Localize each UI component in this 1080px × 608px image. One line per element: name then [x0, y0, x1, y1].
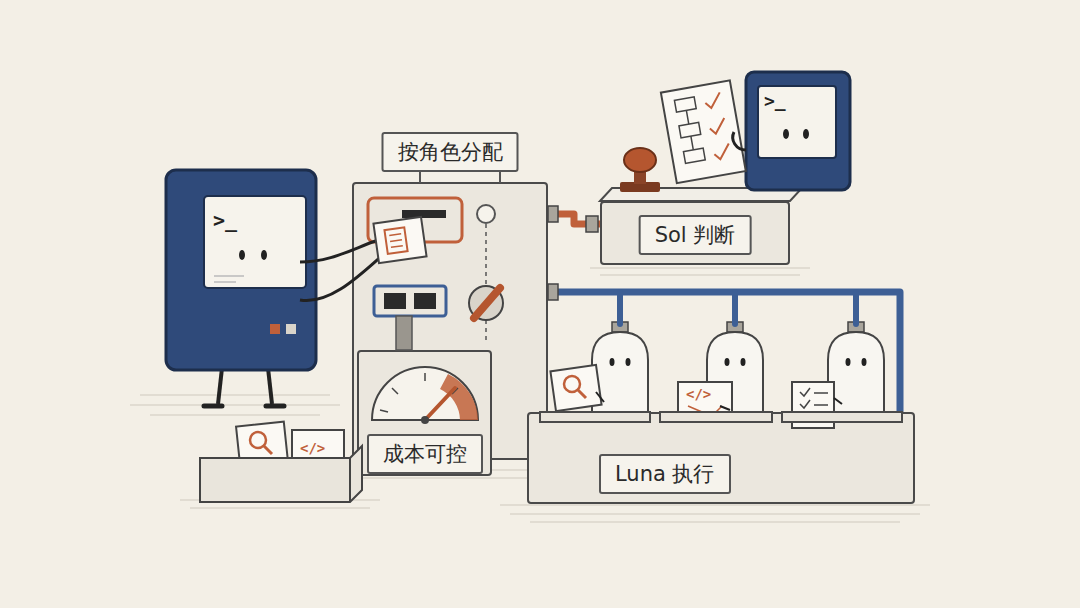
- output-frame: [374, 286, 446, 316]
- pipe-connector: [548, 292, 900, 412]
- gauge-hose: [396, 316, 412, 350]
- output-port: [384, 293, 406, 309]
- plate-posts: [420, 172, 500, 183]
- card-tray: [200, 422, 362, 502]
- name-plate: Luna 执行: [599, 454, 731, 494]
- knob-lever: [474, 288, 500, 318]
- pipe-flanges: [548, 206, 864, 332]
- terminal-character: [661, 72, 850, 190]
- input-slot-frame: [368, 198, 462, 242]
- name-plate: 成本可控: [367, 434, 483, 474]
- name-plate: Sol 判断: [639, 215, 752, 255]
- screen-symbol: >_: [764, 90, 786, 111]
- luna-eyes: [610, 358, 867, 366]
- screen-symbol: </>: [686, 386, 711, 402]
- dial: [477, 205, 495, 223]
- screen-symbol: >_: [213, 208, 237, 232]
- pedestals: [540, 412, 902, 422]
- name-plate: 按角色分配: [382, 132, 519, 172]
- task-cards: [550, 365, 842, 428]
- machine-box: 成本可控: [357, 350, 492, 476]
- cost-gauge: [372, 367, 478, 424]
- luna-workers: [592, 332, 884, 412]
- branch-pipes: [620, 292, 856, 324]
- terminal-character: [166, 170, 427, 406]
- output-port: [414, 293, 436, 309]
- screen-symbol: </>: [300, 440, 325, 456]
- dashed-guide: [485, 224, 487, 340]
- role-knob: [469, 286, 503, 320]
- input-slot: [402, 210, 446, 218]
- box-top: [600, 188, 802, 201]
- machine-box: Sol 判断: [600, 201, 790, 265]
- approval-stamp: [620, 148, 660, 192]
- machine-box: Luna 执行: [527, 412, 915, 504]
- pipe-connector: [548, 214, 600, 224]
